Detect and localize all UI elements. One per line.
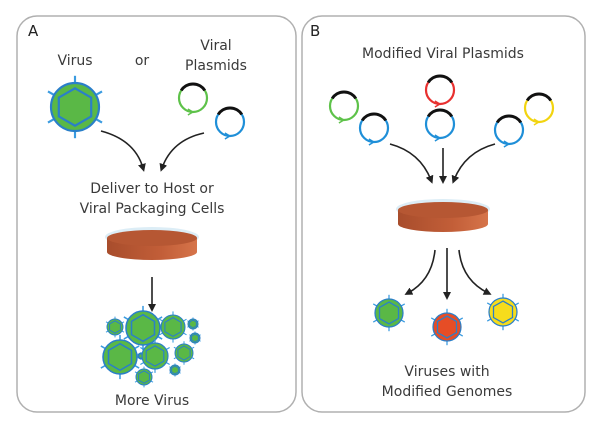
virus-label: Virus	[57, 53, 92, 69]
plasmid-direction-arrow	[503, 140, 511, 148]
virus-yellow-icon	[486, 293, 520, 331]
virus-small-icon	[169, 363, 181, 377]
virus-hexagon	[130, 313, 156, 343]
arrow-right-plasmids-to-cells	[451, 143, 496, 184]
virus-small-icon	[189, 331, 201, 345]
panel-b: B Modified Viral Plasmids Viruses with M…	[301, 15, 586, 413]
virus-small-icon	[173, 341, 195, 365]
plasmid-direction-arrow	[434, 134, 442, 142]
plasmid-insert	[495, 114, 523, 124]
virus-hexagon	[145, 345, 165, 367]
plasmid-direction-arrow	[434, 100, 442, 108]
virus-hexagon	[57, 87, 93, 127]
virus-hexagon	[492, 300, 514, 324]
plasmids-label-line1: Viral	[200, 38, 231, 54]
virus-hexagon	[189, 319, 197, 329]
plasmid-direction-arrow	[187, 108, 195, 116]
result-label-line1: Viruses with	[404, 364, 489, 380]
plasmid-direction-arrow	[533, 118, 541, 126]
more-virus-label: More Virus	[115, 393, 189, 409]
plasmid-blue-icon	[424, 108, 456, 142]
virus-small-icon	[134, 366, 154, 388]
plasmid-blue-icon	[358, 112, 390, 146]
arrow-cells-to-yellow-virus	[458, 249, 492, 295]
deliver-label-line2: Viral Packaging Cells	[80, 201, 225, 217]
virus-hexagon	[177, 345, 191, 361]
virus-hexagon	[164, 316, 182, 338]
culture-dish-icon	[396, 199, 490, 232]
arrow-cells-to-green-virus	[404, 249, 436, 295]
virus-small-icon	[100, 334, 140, 380]
plasmids-label-line2: Plasmids	[185, 58, 247, 74]
plasmid-blue-icon	[214, 106, 246, 140]
dish-top	[107, 230, 197, 246]
arrow-plasmids-to-cells	[159, 132, 205, 172]
plasmid-direction-arrow	[368, 138, 376, 146]
panel-a-letter: A	[28, 22, 39, 40]
dish-top	[398, 202, 488, 218]
virus-small-icon	[123, 305, 163, 351]
plasmid-insert	[216, 106, 244, 116]
plasmid-insert	[360, 112, 388, 122]
arrow-virus-to-cells	[100, 130, 146, 172]
plasmid-insert	[179, 82, 207, 92]
virus-hexagon	[171, 365, 179, 375]
plasmid-blue-icon	[493, 114, 525, 148]
virus-hexagon	[107, 342, 133, 372]
virus-small-icon	[187, 317, 199, 331]
plasmid-green-icon	[328, 90, 360, 124]
arrow-left-plasmids-to-cells	[389, 143, 434, 184]
modified-plasmids-title: Modified Viral Plasmids	[362, 46, 524, 62]
plasmid-direction-arrow	[224, 132, 232, 140]
virus-icon	[47, 75, 103, 139]
plasmid-green-icon	[177, 82, 209, 116]
panel-a: A Virus or Viral Plasmids Deliver to Hos…	[16, 15, 297, 413]
virus-hexagon	[191, 333, 199, 343]
panel-b-letter: B	[310, 22, 320, 40]
plasmid-insert	[330, 90, 358, 100]
virus-hexagon	[378, 301, 400, 325]
plasmid-insert	[525, 92, 553, 102]
virus-hexagon	[138, 370, 150, 384]
virus-hexagon	[436, 315, 458, 339]
plasmid-direction-arrow	[338, 116, 346, 124]
virus-red-icon	[430, 308, 464, 346]
deliver-label-line1: Deliver to Host or	[90, 181, 214, 197]
plasmid-insert	[426, 108, 454, 118]
virus-green-icon	[372, 294, 406, 332]
virus-hexagon	[109, 320, 121, 334]
virus-small-icon	[105, 316, 125, 338]
or-label: or	[135, 53, 150, 69]
virus-small-icon	[140, 339, 170, 373]
plasmid-insert	[426, 74, 454, 84]
plasmid-red-icon	[424, 74, 456, 108]
result-label-line2: Modified Genomes	[382, 384, 513, 400]
virus-cluster-icon	[100, 305, 201, 388]
plasmid-yellow-icon	[523, 92, 555, 126]
culture-dish-icon	[105, 227, 199, 260]
virus-small-icon	[159, 311, 187, 343]
